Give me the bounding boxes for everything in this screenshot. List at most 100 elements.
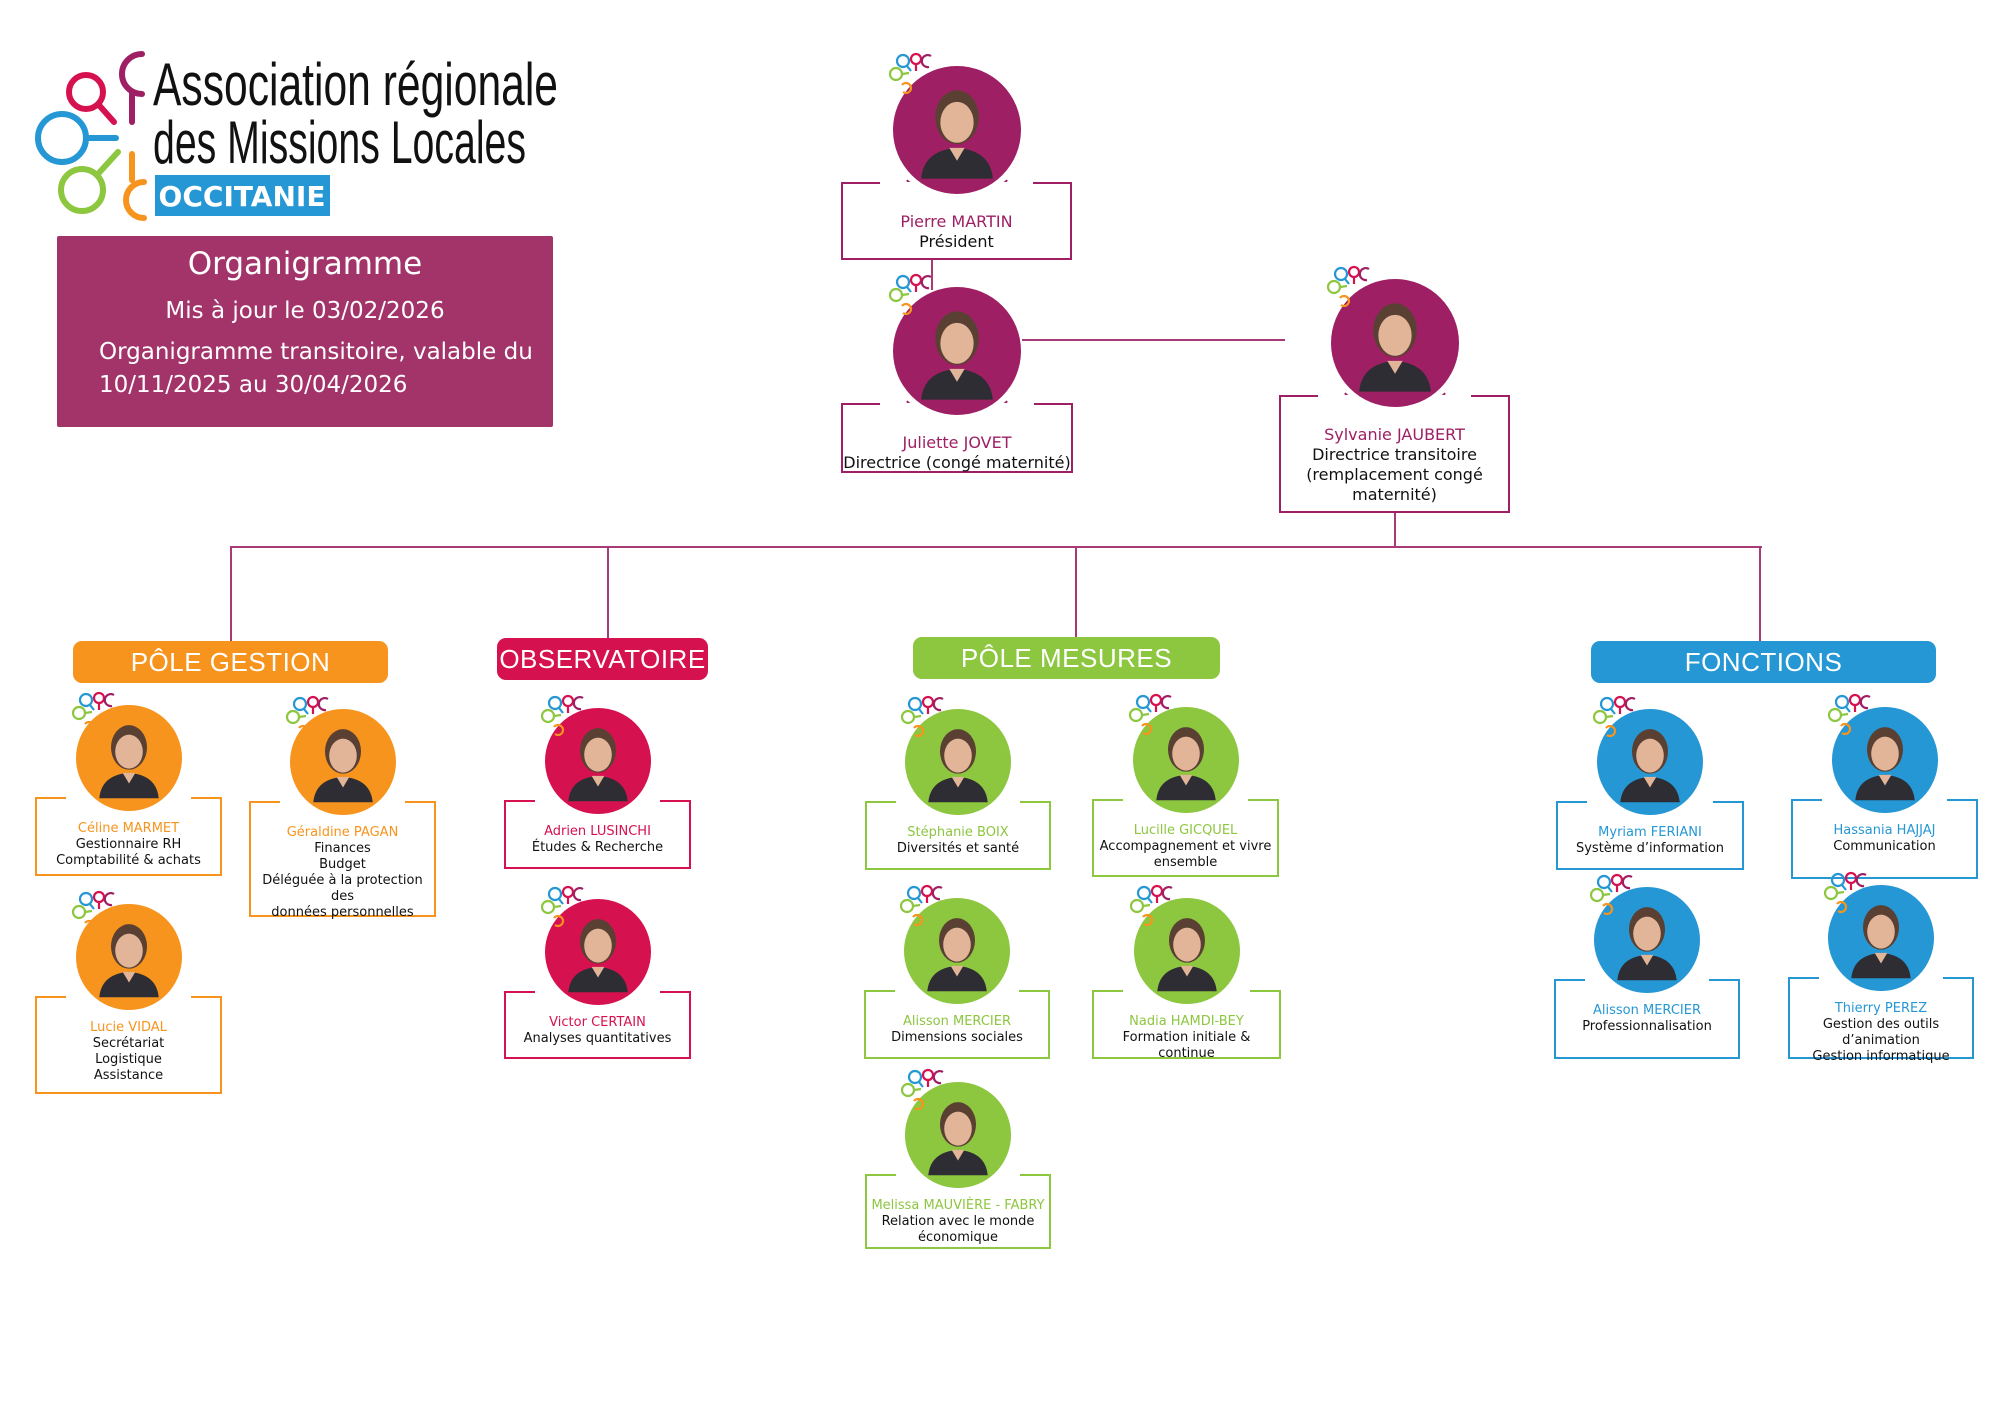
person-photo-icon	[1155, 727, 1216, 801]
logo-motif-icon	[540, 694, 587, 742]
logo-motif-icon	[71, 890, 118, 938]
person-role: Communication	[1833, 839, 1936, 854]
card-border-segment	[1943, 977, 1974, 979]
member-myriam-feriani-photo	[1597, 709, 1703, 815]
card-border-segment	[1092, 799, 1124, 801]
card-border-segment	[1791, 799, 1823, 801]
person-name: Thierry PEREZ	[1834, 1001, 1928, 1016]
person-role: Budget	[319, 857, 366, 872]
person-role: Gestionnaire RH	[75, 837, 182, 852]
logo-motif-icon	[1128, 693, 1175, 741]
member-thierry-perez-photo	[1828, 885, 1934, 991]
person-photo-icon	[98, 924, 159, 998]
card-border-segment	[1554, 979, 1585, 981]
person-photo-icon	[98, 725, 159, 799]
card-border-segment	[1020, 801, 1051, 803]
card-border-segment	[1247, 799, 1279, 801]
card-border-segment	[1556, 801, 1588, 803]
person-role: Analyses quantitatives	[523, 1031, 672, 1046]
card-border-segment	[841, 182, 880, 184]
person-role: Diversités et santé	[896, 841, 1020, 856]
leader-pierre-martin-photo	[892, 66, 1021, 194]
member-lucille-gicquel-photo	[1132, 707, 1239, 813]
person-role: Président	[919, 232, 994, 251]
member-victor-certain-photo	[544, 899, 651, 1005]
connector-director-interim	[1022, 339, 1285, 341]
logo-mark-icon: Association régionale des Missions Local…	[35, 51, 558, 221]
person-role: Dimensions sociales	[891, 1030, 1023, 1045]
logo-motif-icon	[1129, 884, 1176, 932]
person-role: Formation initiale & continue	[1122, 1030, 1251, 1061]
person-photo-icon	[1854, 727, 1915, 801]
logo-motif-icon	[900, 695, 947, 743]
person-role: ensemble	[1153, 855, 1218, 870]
leader-juliette-jovet-photo	[893, 287, 1021, 415]
card-border-segment	[404, 801, 436, 803]
person-name: Sylvanie JAUBERT	[1324, 425, 1465, 444]
logo-motif-icon	[1589, 873, 1636, 921]
person-role: Finances	[314, 841, 371, 856]
person-photo-icon	[1156, 918, 1217, 992]
card-border-segment	[865, 1174, 896, 1176]
validity-line1: Organigramme transitoire, valable du	[99, 339, 533, 365]
person-name: Hassania HAJJAJ	[1833, 823, 1936, 838]
person-photo-icon	[567, 728, 628, 802]
pole-badge-observatoire: OBSERVATOIRE	[497, 638, 708, 680]
pole-badge-pole-gestion: PÔLE GESTION	[73, 641, 388, 683]
card-border-segment	[1712, 801, 1744, 803]
person-role: Gestion des outils d’animation	[1822, 1017, 1940, 1048]
person-name: Pierre MARTIN	[900, 212, 1013, 231]
person-name: Melissa MAUVIÈRE - FABRY	[871, 1198, 1045, 1213]
person-role: Comptabilité & achats	[56, 853, 201, 868]
person-role: Système d’information	[1575, 841, 1725, 856]
member-lucie-vidal-photo	[75, 904, 182, 1010]
card-border-segment	[1092, 990, 1124, 992]
person-role: Accompagnement et vivre	[1099, 839, 1272, 854]
card-border-segment	[1019, 990, 1050, 992]
card-border-segment	[865, 801, 896, 803]
member-melissa-mauviere-fabry-photo	[905, 1082, 1011, 1188]
card-border-segment	[190, 996, 222, 998]
person-role: Professionnalisation	[1582, 1019, 1712, 1034]
card-border-segment	[841, 403, 880, 405]
leader-sylvanie-jaubert-photo	[1330, 279, 1459, 407]
logo-region: OCCITANIE	[159, 180, 326, 213]
connector-transverses	[1759, 546, 1761, 641]
logo-motif-icon	[888, 273, 935, 321]
person-role: Relation avec le monde	[881, 1214, 1035, 1229]
person-name: Juliette JOVET	[902, 433, 1012, 452]
person-photo-icon	[1851, 905, 1911, 979]
person-role: Directrice transitoire	[1312, 445, 1477, 464]
page-title: Organigramme	[187, 246, 423, 282]
person-role: données personnelles	[271, 905, 414, 920]
card-border-segment	[1034, 403, 1073, 405]
member-nadia-hamdi-bey-photo	[1133, 898, 1240, 1004]
member-alisson-mercier-photo	[904, 898, 1010, 1004]
card-border-segment	[1020, 1174, 1051, 1176]
person-photo-icon	[1617, 907, 1677, 981]
connector-observatoire	[607, 546, 609, 638]
person-name: Myriam FERIANI	[1598, 825, 1702, 840]
title-box: Organigramme Mis à jour le 03/02/2026 Or…	[57, 236, 553, 427]
logo-motif-icon	[1827, 693, 1874, 741]
person-role: (remplacement congé	[1306, 465, 1483, 484]
member-celine-marmet-photo	[75, 705, 182, 811]
card-border-segment	[1709, 979, 1740, 981]
member-adrien-lusinchi-photo	[544, 708, 651, 814]
person-name: Victor CERTAIN	[549, 1015, 646, 1030]
connector-gestion	[230, 546, 232, 641]
person-photo-icon	[312, 729, 373, 803]
